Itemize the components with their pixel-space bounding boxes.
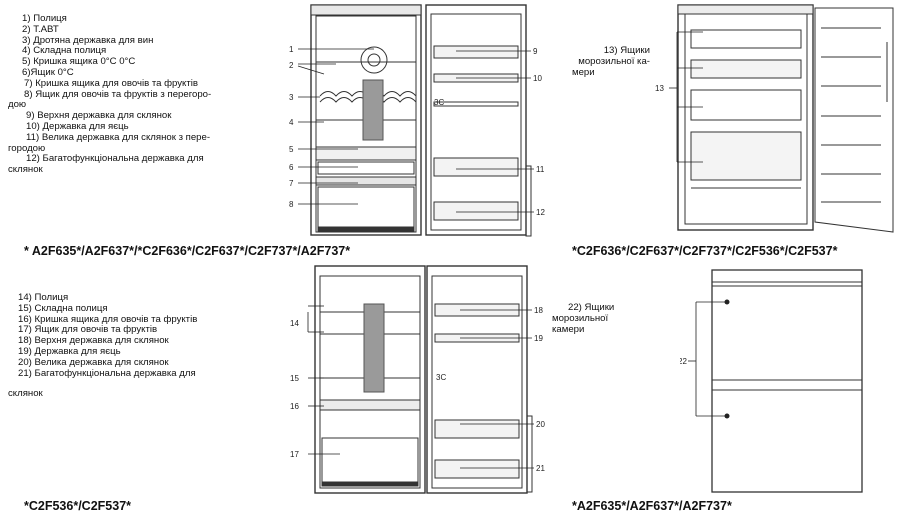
callout-label: 15 xyxy=(290,374,299,383)
list-item: 21) Багатофункціональна державка для xyxy=(18,367,196,379)
note-freezer-drawers-22: 22) Ящики морозильної камери xyxy=(552,302,615,335)
list-item: 18) Верхня державка для склянок xyxy=(18,335,169,347)
list-item: 11) Велика державка для склянок з пере- xyxy=(26,131,211,143)
callout-label: 5 xyxy=(289,145,294,154)
list-item: дою xyxy=(8,99,27,111)
list-item xyxy=(8,379,278,389)
list-item: городою xyxy=(8,142,46,154)
callout-label: 6 xyxy=(289,163,294,172)
caption-top-left: * A2F635*/A2F637*/*C2F636*/C2F637*/C2F73… xyxy=(24,244,351,258)
callout-label: 11 xyxy=(536,165,545,174)
callout-label: 20 xyxy=(536,420,545,429)
list-item: 16) Кришка ящика для овочів та фруктів xyxy=(18,313,198,325)
list-item: склянок xyxy=(8,164,43,176)
list-item: 5) Кришка ящика 0°С 0°С xyxy=(22,56,136,68)
list-item: 4) Складна полиця xyxy=(22,45,107,57)
fridge-diagram-bottom: 14 15 16 17 18 19 20 21 3C xyxy=(280,260,560,500)
caption-top-right: *C2F636*/C2F637*/C2F737*/C2F536*/C2F537* xyxy=(572,244,838,258)
bottom-parts-list: 14) Полиця 15) Складна полиця 16) Кришка… xyxy=(8,292,278,400)
list-item: 14) Полиця xyxy=(18,292,69,303)
callout-label: 12 xyxy=(536,208,545,217)
list-item: склянок xyxy=(8,388,43,400)
callout-label: 22 xyxy=(680,357,687,366)
callout-label: 21 xyxy=(536,464,545,473)
list-item: 10) Державка для яєць xyxy=(26,120,129,132)
top-parts-list: 1) Полиця 2) Т.АВТ 3) Дротяна державка д… xyxy=(8,13,278,176)
list-item: 20) Велика державка для склянок xyxy=(18,356,169,368)
misc-label: 3C xyxy=(434,98,444,107)
callout-label: 19 xyxy=(534,334,543,343)
callout-label: 10 xyxy=(533,74,542,83)
callout-label: 16 xyxy=(290,402,299,411)
freezer-diagram-top: 13 xyxy=(655,2,918,242)
callout-label: 17 xyxy=(290,450,299,459)
callout-label: 9 xyxy=(533,47,538,56)
callout-label: 1 xyxy=(289,45,294,54)
caption-bottom-right: *A2F635*/A2F637*/A2F737* xyxy=(572,499,732,513)
callout-label: 3 xyxy=(289,93,294,102)
list-item: 3) Дротяна державка для вин xyxy=(22,34,154,46)
list-item: 15) Складна полиця xyxy=(18,302,108,314)
callout-label: 13 xyxy=(655,84,664,93)
list-item: 1) Полиця xyxy=(22,13,67,24)
callout-label: 4 xyxy=(289,118,294,127)
caption-bottom-left: *C2F536*/C2F537* xyxy=(24,499,132,513)
list-item: 7) Кришка ящика для овочів та фруктів xyxy=(24,77,198,89)
list-item: 19) Державка для яєць xyxy=(18,345,121,357)
callout-label: 7 xyxy=(289,179,294,188)
list-item: 2) Т.АВТ xyxy=(22,23,59,35)
callout-label: 14 xyxy=(290,319,299,328)
fridge-diagram-top: 1 2 3 4 5 6 7 8 9 10 11 12 3C xyxy=(276,2,556,242)
list-item: 17) Ящик для овочів та фруктів xyxy=(18,324,158,336)
callout-label: 8 xyxy=(289,200,294,209)
misc-label: 3C xyxy=(436,373,446,382)
callout-label: 18 xyxy=(534,306,543,315)
note-freezer-drawers-13: 13) Ящики морозильної ка- мери xyxy=(572,45,650,78)
list-item: 12) Багатофункціональна державка для xyxy=(26,153,204,165)
list-item: 9) Верхня державка для склянок xyxy=(26,110,172,122)
list-item: 8) Ящик для овочів та фруктів з перегоро… xyxy=(24,88,212,100)
list-item: 6)Ящик 0°С xyxy=(22,66,74,78)
callout-label: 2 xyxy=(289,61,294,70)
freezer-diagram-bottom: 22 xyxy=(680,262,900,500)
